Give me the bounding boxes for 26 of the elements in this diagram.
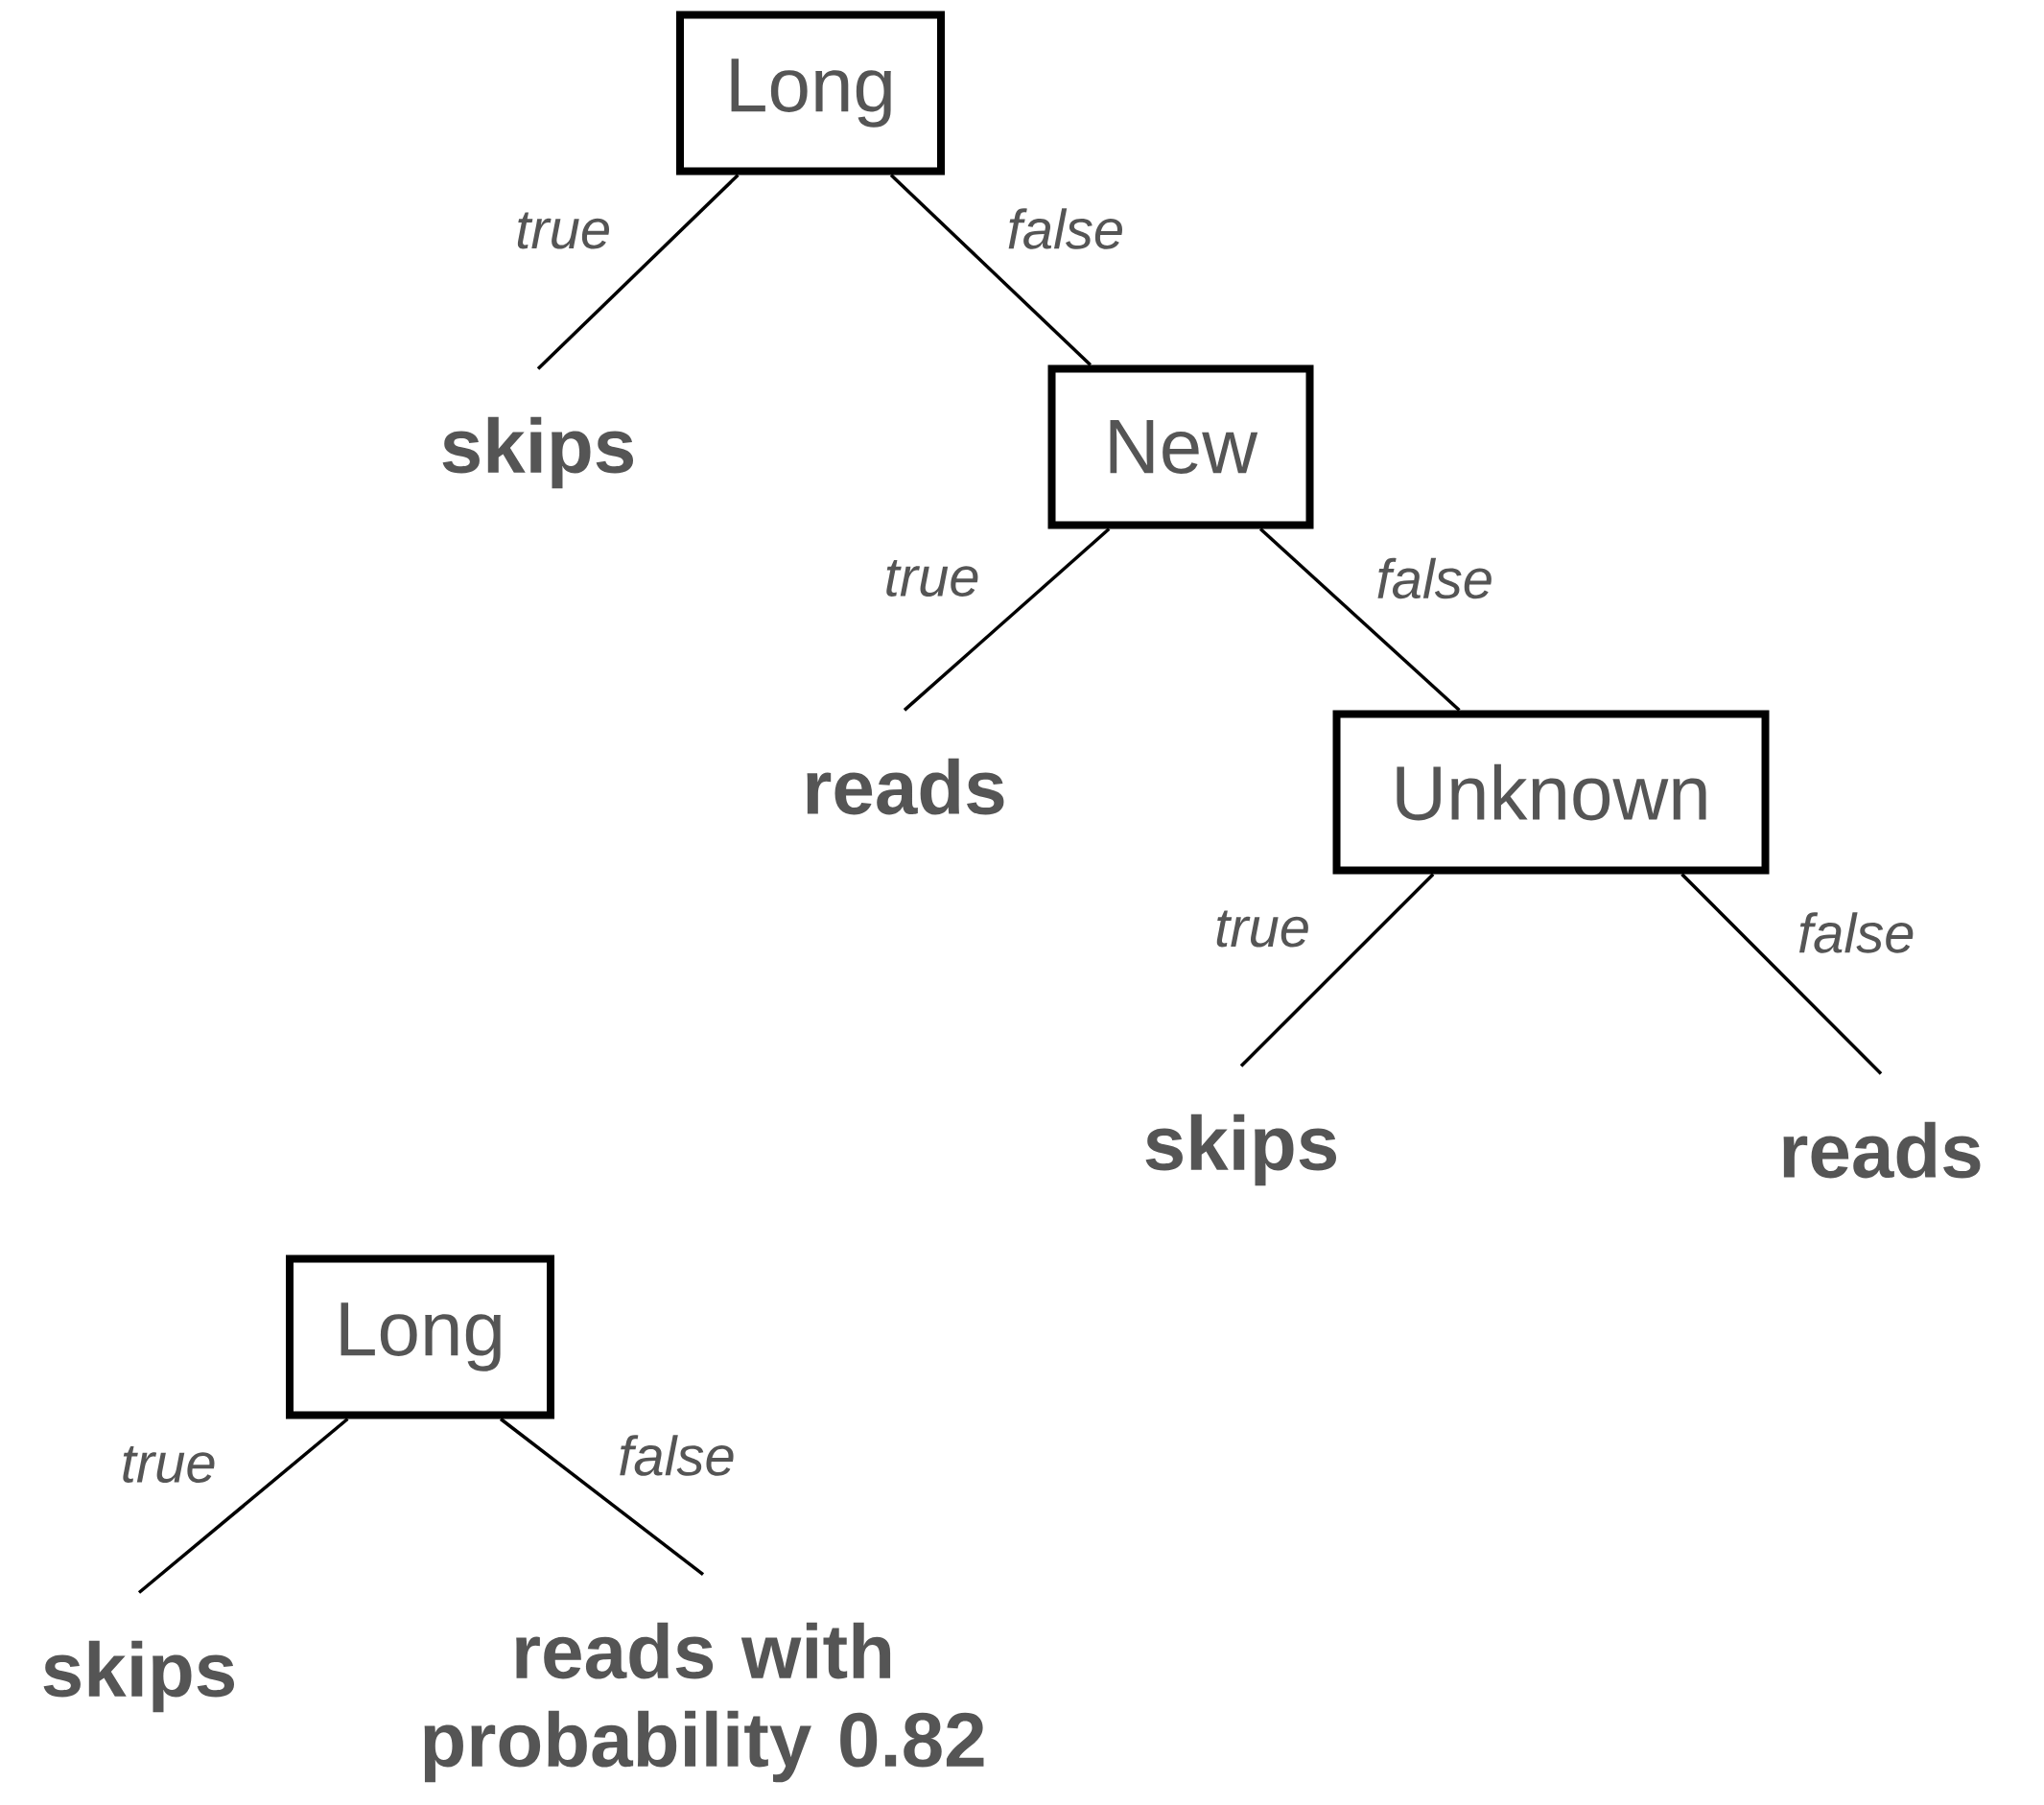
connector-line bbox=[1239, 873, 1435, 1067]
connector-line bbox=[499, 1418, 705, 1576]
edge-label: false bbox=[1377, 557, 1492, 599]
decision-box: New bbox=[1047, 364, 1314, 529]
connector-line bbox=[1258, 527, 1461, 712]
decision-box: Unknown bbox=[1332, 710, 1770, 875]
edge-label: true bbox=[517, 212, 609, 249]
edge-label: false bbox=[620, 1435, 734, 1476]
edge-label: true bbox=[886, 559, 978, 597]
decision-box: Long bbox=[676, 11, 945, 176]
connector-line bbox=[903, 527, 1111, 712]
edge-label: false bbox=[1008, 208, 1122, 249]
leaf-label: reads with probability 0.82 bbox=[424, 1622, 984, 1783]
connector-line bbox=[1680, 873, 1883, 1075]
decision-box: Long bbox=[286, 1254, 554, 1419]
connector-line bbox=[889, 174, 1092, 366]
connector-line bbox=[137, 1418, 349, 1594]
edge-label: true bbox=[1216, 910, 1308, 948]
leaf-label: skips bbox=[442, 416, 633, 489]
leaf-label: skips bbox=[1145, 1113, 1336, 1186]
leaf-label: skips bbox=[43, 1640, 234, 1713]
edge-label: true bbox=[123, 1446, 215, 1484]
connector-line bbox=[536, 174, 740, 370]
leaf-label: reads bbox=[1783, 1121, 1981, 1179]
leaf-label: reads bbox=[807, 758, 1004, 815]
edge-label: false bbox=[1798, 912, 1914, 953]
